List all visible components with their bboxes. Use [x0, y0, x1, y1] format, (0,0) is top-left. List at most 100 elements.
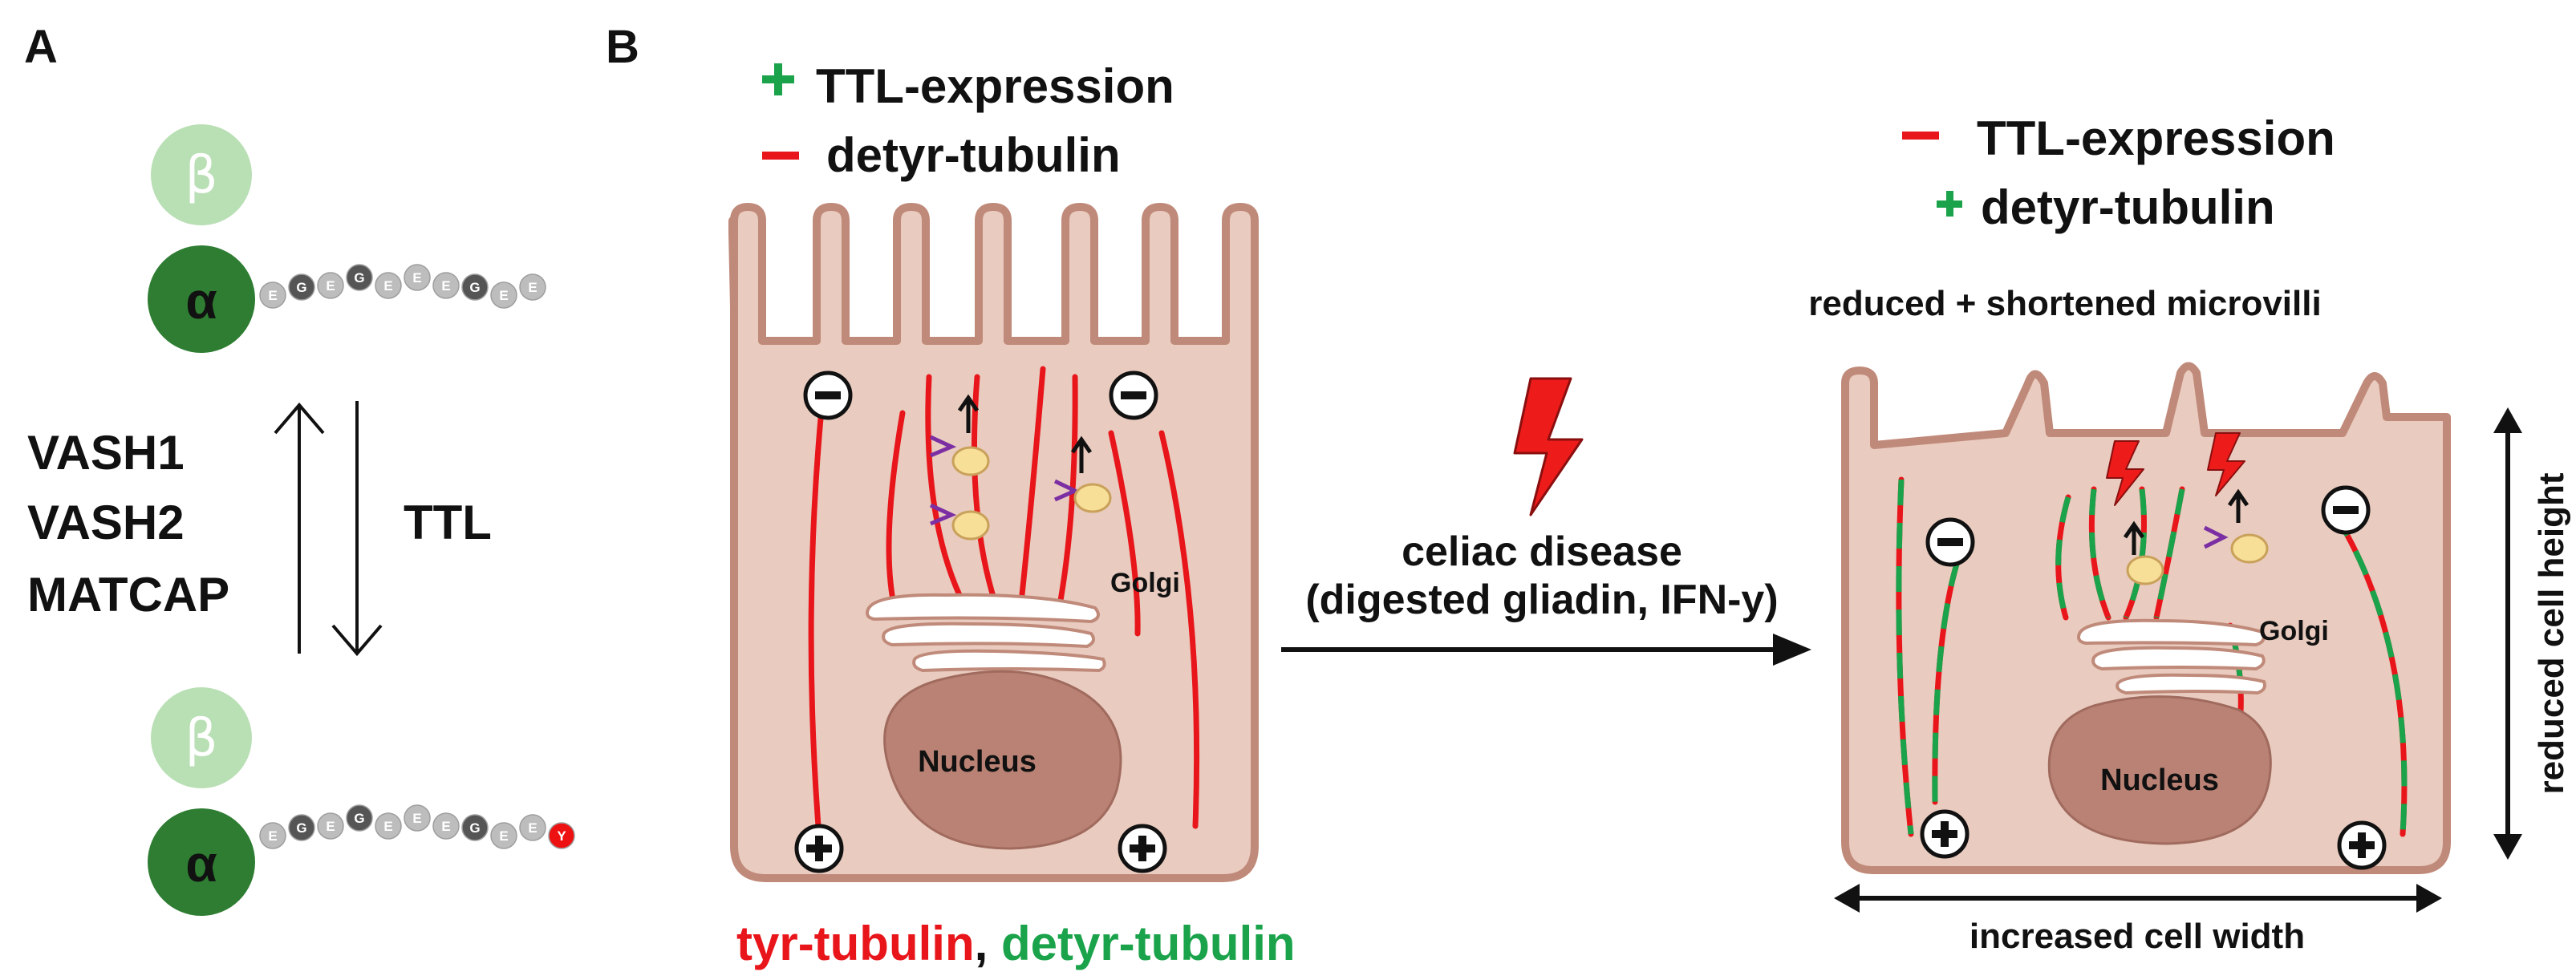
- up-arrow: [274, 402, 325, 654]
- beta-symbol: β: [185, 146, 218, 205]
- glycine-residue: [288, 273, 315, 301]
- residue-label: E: [499, 828, 508, 844]
- transition-line1: celiac disease: [1402, 528, 1682, 575]
- residue-label: G: [296, 820, 306, 836]
- panel-b: B TTL-expression detyr-tubulin: [606, 21, 2571, 970]
- minus-red-marker: [762, 152, 799, 160]
- nucleus-label: Nucleus: [918, 745, 1036, 779]
- residue-label: E: [326, 278, 335, 294]
- residue-label: E: [441, 278, 450, 294]
- right-legend-ttl: TTL-expression: [1977, 111, 2335, 165]
- microvilli-note: reduced + shortened microvilli: [1808, 284, 2321, 323]
- residue-label: G: [354, 811, 364, 826]
- residue-label: G: [469, 280, 480, 295]
- right-legend: TTL-expression detyr-tubulin: [1902, 111, 2335, 234]
- residue-label: E: [528, 820, 537, 836]
- residue-label: E: [383, 819, 392, 834]
- glutamate-residue: [317, 812, 344, 840]
- glutamate-residue: [259, 822, 286, 849]
- nucleus: [883, 670, 1122, 850]
- vesicle-icon: [2123, 520, 2164, 585]
- down-arrow: [331, 401, 383, 657]
- glycine-residue: [461, 814, 489, 841]
- residue-label: G: [296, 280, 306, 295]
- beta-symbol: β: [185, 709, 218, 768]
- height-note: reduced cell height: [2532, 472, 2571, 794]
- left-legend: TTL-expression detyr-tubulin: [762, 59, 1174, 182]
- alpha-tubulin: [148, 808, 255, 916]
- glutamate-residue: [519, 273, 546, 301]
- residue-label: G: [469, 820, 480, 836]
- golgi-label: Golgi: [1110, 568, 1180, 598]
- lightning-icon: [1513, 377, 1584, 516]
- minus-end-icon: [2321, 485, 2371, 535]
- vesicle-icon: [929, 503, 990, 541]
- glutamate-residue: [404, 804, 431, 832]
- glutamate-residue: [432, 272, 460, 299]
- panel-a-label: A: [24, 21, 58, 73]
- nucleus-label: Nucleus: [2100, 763, 2219, 797]
- residue-label: G: [354, 270, 364, 285]
- left-microtubules: [808, 366, 1200, 829]
- residue-label: E: [441, 819, 450, 834]
- residue-label: E: [412, 270, 421, 285]
- glutamate-residue: [375, 272, 402, 299]
- glycine-residue: [461, 273, 489, 301]
- transition-arrow: [1281, 634, 1811, 666]
- glycine-residue: [346, 264, 373, 291]
- glutamate-residue: [259, 281, 286, 309]
- plus-end-icon: [1920, 809, 1970, 859]
- alpha-symbol: α: [185, 835, 217, 893]
- residue-label: E: [499, 288, 508, 303]
- residue-label: E: [326, 819, 335, 834]
- enzyme-ttl: TTL: [404, 496, 492, 549]
- right-cell: Golgi Nucleus: [1841, 362, 2451, 874]
- golgi: [866, 593, 1106, 673]
- residue-label: E: [528, 280, 537, 295]
- glycine-residue: [346, 804, 373, 832]
- beta-tubulin: [151, 124, 252, 225]
- minus-red-marker: [1902, 132, 1939, 140]
- beta-tubulin: [151, 687, 252, 788]
- glutamate-residue: [375, 812, 402, 840]
- caption-separator: ,: [975, 917, 1001, 970]
- right-cell-body: [1841, 362, 2451, 874]
- caption: tyr-tubulin, detyr-tubulin: [736, 917, 1296, 970]
- plus-green-marker: [762, 63, 794, 95]
- plus-end-icon: [1118, 824, 1167, 873]
- lightning-icon: [2207, 432, 2245, 496]
- tyrosine-residue: [548, 822, 575, 849]
- glutamate-residue: [404, 264, 431, 291]
- height-arrow: [2493, 407, 2522, 860]
- glutamate-residue: [490, 281, 517, 309]
- vesicle-icon: [1053, 435, 1112, 513]
- plus-green-marker: [1937, 191, 1962, 217]
- plus-end-icon: [2337, 820, 2387, 870]
- enzyme-matcap: MATCAP: [27, 568, 229, 622]
- transition-line2: (digested gliadin, IFN-y): [1305, 577, 1778, 623]
- residue-label: E: [268, 288, 277, 303]
- caption-detyr: detyr-tubulin: [1001, 917, 1296, 970]
- lightning-icon: [2106, 440, 2144, 506]
- residue-label: E: [268, 828, 277, 844]
- minus-end-icon: [1109, 371, 1158, 420]
- glutamate-residue: [317, 272, 344, 299]
- residue-label: E: [412, 811, 421, 826]
- glycine-residue: [288, 814, 315, 841]
- glutamate-residue: [432, 812, 460, 840]
- plus-end-icon: [794, 824, 844, 873]
- golgi-label: Golgi: [2259, 616, 2329, 646]
- width-note: increased cell width: [1970, 917, 2305, 956]
- width-arrow: [1834, 884, 2442, 913]
- enzyme-vash1: VASH1: [27, 426, 185, 480]
- left-legend-ttl: TTL-expression: [816, 59, 1174, 113]
- panel-b-label: B: [606, 21, 639, 73]
- glutamate-residue: [490, 822, 517, 849]
- caption-tyr: tyr-tubulin: [736, 917, 975, 970]
